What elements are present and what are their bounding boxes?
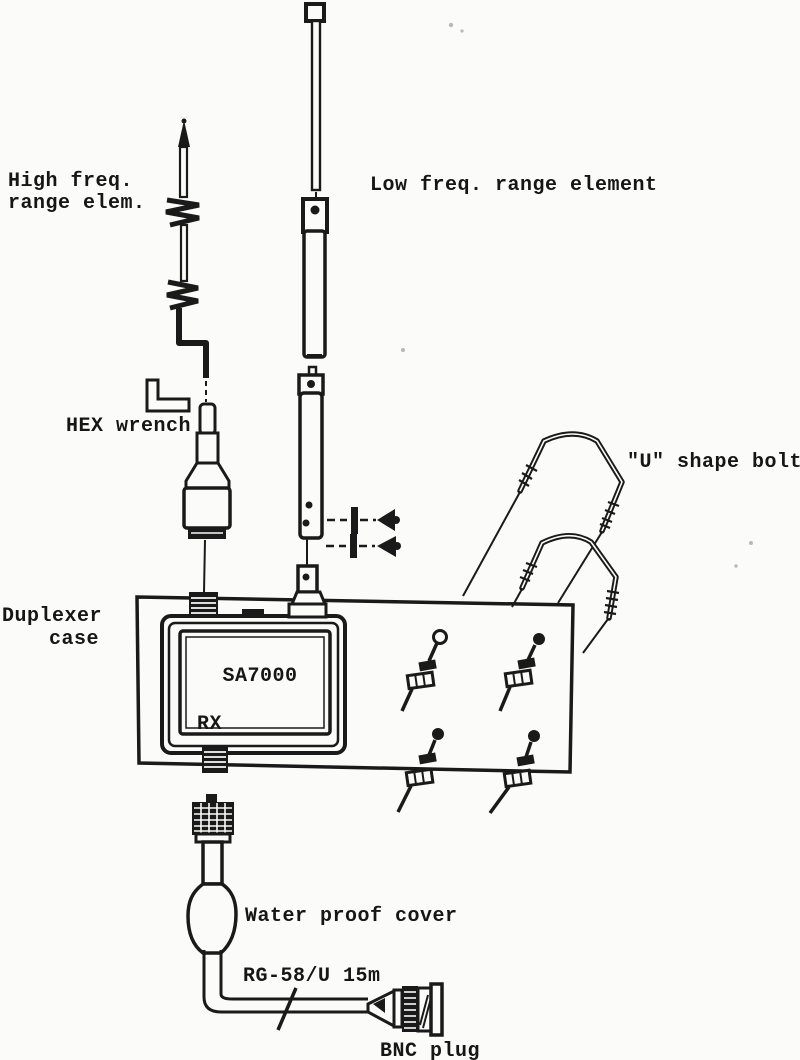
label-u-shape-bolt: "U" shape bolt bbox=[627, 451, 800, 474]
label-bnc-plug: BNC plug bbox=[380, 1040, 480, 1060]
u-bolt-1 bbox=[462, 431, 625, 604]
scan-speck bbox=[734, 564, 738, 568]
threaded-stub-top bbox=[189, 592, 218, 617]
label-duplexer-line2: case bbox=[49, 628, 99, 651]
u-bolt-2-threads bbox=[519, 561, 620, 616]
label-rx: RX bbox=[197, 713, 222, 736]
antenna-base-connector bbox=[182, 402, 232, 593]
element-mount-fitting bbox=[287, 564, 328, 619]
label-high-freq-line1: High freq. bbox=[8, 170, 133, 193]
label-low-freq: Low freq. range element bbox=[370, 174, 658, 197]
hex-wrench-icon bbox=[145, 378, 191, 413]
waterproof-cover-drawing bbox=[186, 882, 238, 955]
label-duplexer-line1: Duplexer bbox=[2, 605, 102, 628]
label-cable: RG-58/U 15m bbox=[243, 965, 381, 988]
coax-base-connector bbox=[192, 794, 234, 886]
coax-cable-drawing bbox=[202, 950, 368, 1031]
threaded-stub-bottom bbox=[202, 747, 228, 773]
label-water-proof-cover: Water proof cover bbox=[245, 905, 458, 928]
low-freq-element-drawing bbox=[297, 2, 329, 566]
plate-screw-bottom-left bbox=[396, 728, 444, 813]
plate-screw-top-left bbox=[400, 629, 448, 712]
high-freq-element-drawing bbox=[165, 118, 209, 402]
scan-speck bbox=[401, 348, 405, 352]
label-model: SA7000 bbox=[222, 665, 297, 688]
duplexer-box bbox=[160, 609, 347, 755]
scan-speck bbox=[448, 22, 454, 28]
scan-speck bbox=[460, 29, 464, 33]
label-high-freq-line2: range elem. bbox=[8, 192, 146, 215]
set-screw-2 bbox=[326, 534, 401, 558]
u-bolt-2 bbox=[511, 533, 620, 654]
plate-screw-bottom-right bbox=[488, 730, 540, 815]
scan-speck bbox=[749, 541, 753, 545]
label-hex-wrench: HEX wrench bbox=[66, 415, 191, 438]
set-screw-1 bbox=[327, 507, 400, 534]
bnc-plug-drawing bbox=[366, 982, 444, 1037]
u-bolt-1-threads bbox=[518, 464, 620, 530]
plate-screw-top-right bbox=[498, 633, 545, 712]
cable-break-mark bbox=[276, 987, 298, 1031]
box-top-tab bbox=[242, 609, 264, 617]
